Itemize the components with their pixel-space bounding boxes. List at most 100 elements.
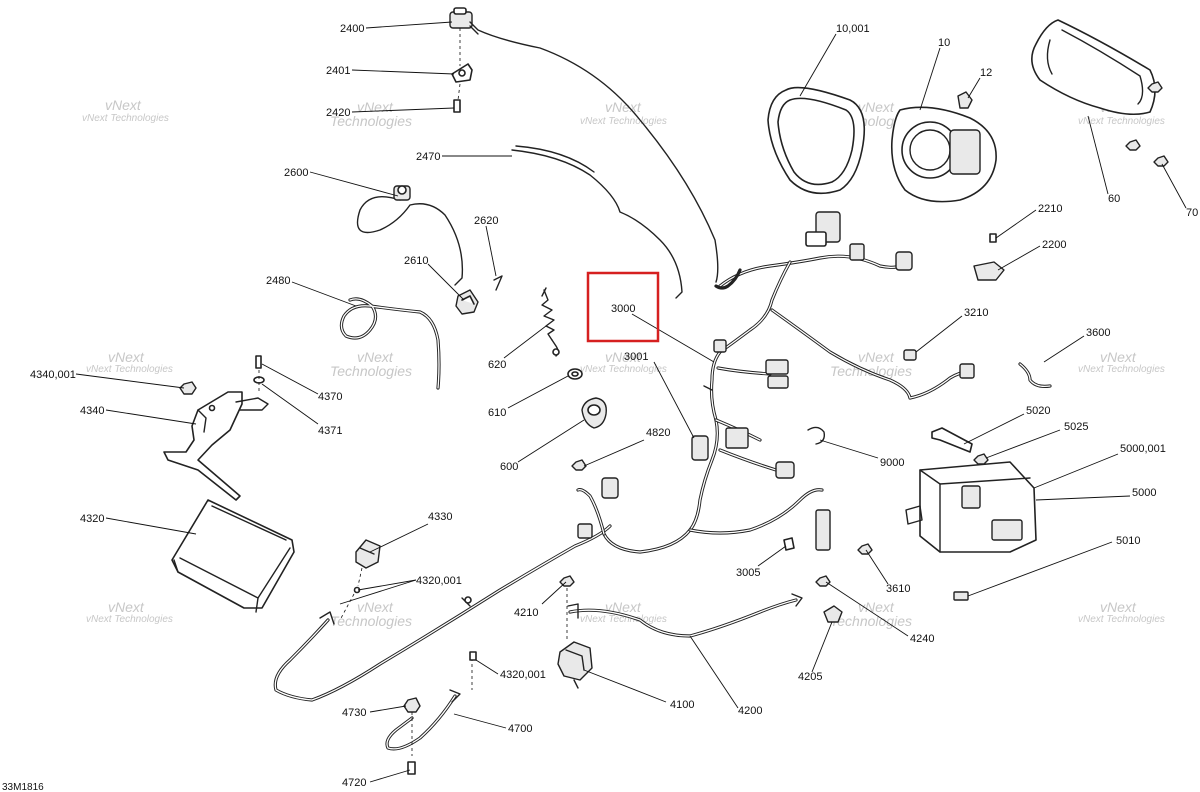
main-harness-3000[interactable] bbox=[576, 211, 975, 554]
callout-5000001[interactable]: 5000,001 bbox=[1120, 443, 1166, 455]
callout-4371[interactable]: 4371 bbox=[318, 425, 342, 437]
callout-5000[interactable]: 5000 bbox=[1132, 487, 1156, 499]
bracket-2401[interactable] bbox=[451, 63, 473, 83]
svg-text:Technologies: Technologies bbox=[330, 363, 412, 379]
callout-60[interactable]: 60 bbox=[1108, 193, 1120, 205]
callout-2401[interactable]: 2401 bbox=[326, 65, 350, 77]
bracket-5020[interactable] bbox=[931, 427, 973, 453]
callout-4320[interactable]: 4320 bbox=[80, 513, 104, 525]
callout-4700[interactable]: 4700 bbox=[508, 723, 532, 735]
callout-2600[interactable]: 2600 bbox=[284, 167, 308, 179]
callout-620[interactable]: 620 bbox=[488, 359, 506, 371]
bolt-4720[interactable] bbox=[407, 761, 416, 775]
callout-2400[interactable]: 2400 bbox=[340, 23, 364, 35]
terminal-4205[interactable] bbox=[823, 605, 843, 623]
fuse-box-5000[interactable] bbox=[905, 461, 1037, 553]
screw-2420[interactable] bbox=[453, 99, 461, 113]
nut-4730[interactable] bbox=[403, 697, 421, 713]
tie-3001[interactable] bbox=[703, 385, 713, 391]
callout-2620[interactable]: 2620 bbox=[474, 215, 498, 227]
sensor-2200[interactable] bbox=[973, 261, 1005, 281]
switch-600[interactable] bbox=[581, 397, 607, 429]
bezel-10001[interactable] bbox=[767, 86, 866, 195]
callout-2210[interactable]: 2210 bbox=[1038, 203, 1062, 215]
connector-2610[interactable] bbox=[455, 289, 479, 315]
watermark: vNext vNext Technologies bbox=[82, 97, 169, 124]
callout-3210[interactable]: 3210 bbox=[964, 307, 988, 319]
nut-70[interactable] bbox=[1125, 81, 1169, 167]
battery-4320[interactable] bbox=[171, 499, 295, 613]
nut-4210[interactable] bbox=[559, 575, 575, 587]
screw-2210[interactable] bbox=[989, 233, 997, 243]
callout-4205[interactable]: 4205 bbox=[798, 671, 822, 683]
fuse-5010[interactable] bbox=[953, 591, 969, 601]
callout-2420[interactable]: 2420 bbox=[326, 107, 350, 119]
callout-10001[interactable]: 10,001 bbox=[836, 23, 870, 35]
screw-4370[interactable] bbox=[255, 355, 262, 369]
callout-4340[interactable]: 4340 bbox=[80, 405, 104, 417]
bracket-60[interactable] bbox=[1031, 19, 1156, 116]
callout-12[interactable]: 12 bbox=[980, 67, 992, 79]
solenoid-4100[interactable] bbox=[557, 641, 593, 689]
callout-5020[interactable]: 5020 bbox=[1026, 405, 1050, 417]
callout-3600[interactable]: 3600 bbox=[1086, 327, 1110, 339]
callout-5025[interactable]: 5025 bbox=[1064, 421, 1088, 433]
callout-4730[interactable]: 4730 bbox=[342, 707, 366, 719]
callout-2610[interactable]: 2610 bbox=[404, 255, 428, 267]
svg-text:vNext: vNext bbox=[1100, 599, 1137, 615]
callout-2200[interactable]: 2200 bbox=[1042, 239, 1066, 251]
watermark: vNext Technologies bbox=[830, 349, 912, 379]
callout-10[interactable]: 10 bbox=[938, 37, 950, 49]
callout-600[interactable]: 600 bbox=[500, 461, 518, 473]
battery-cable[interactable] bbox=[273, 524, 612, 702]
clip-3005[interactable] bbox=[783, 537, 795, 551]
callout-9000[interactable]: 9000 bbox=[880, 457, 904, 469]
clip-9000[interactable] bbox=[807, 426, 826, 445]
callout-2480[interactable]: 2480 bbox=[266, 275, 290, 287]
callout-4100[interactable]: 4100 bbox=[670, 699, 694, 711]
callout-4340001[interactable]: 4340,001 bbox=[30, 369, 76, 381]
callout-4320001-upper[interactable]: 4320,001 bbox=[416, 575, 462, 587]
svg-text:vNext: vNext bbox=[357, 599, 394, 615]
nut-4820[interactable] bbox=[571, 459, 587, 471]
cap-4330[interactable] bbox=[355, 539, 381, 569]
callout-3005[interactable]: 3005 bbox=[736, 567, 760, 579]
connector-12[interactable] bbox=[957, 91, 973, 109]
callout-4720[interactable]: 4720 bbox=[342, 777, 366, 789]
instrument-cluster-10[interactable] bbox=[890, 106, 997, 203]
nut-4240[interactable] bbox=[815, 575, 831, 587]
ground-cable-4700[interactable] bbox=[385, 689, 461, 751]
callout-3001[interactable]: 3001 bbox=[624, 351, 648, 363]
spring-620[interactable] bbox=[541, 287, 560, 357]
callout-5010[interactable]: 5010 bbox=[1116, 535, 1140, 547]
pin-2620[interactable] bbox=[493, 275, 503, 291]
nut-4340001[interactable] bbox=[179, 381, 197, 395]
callout-4210[interactable]: 4210 bbox=[514, 607, 538, 619]
svg-text:vNext: vNext bbox=[357, 349, 394, 365]
switch-2400[interactable] bbox=[449, 7, 719, 283]
callout-70[interactable]: 70 bbox=[1186, 207, 1198, 219]
watermark: vNext vNext Technologies bbox=[86, 349, 173, 375]
ground-cable-3600[interactable] bbox=[1018, 362, 1052, 388]
callout-4200[interactable]: 4200 bbox=[738, 705, 762, 717]
nut-5025[interactable] bbox=[973, 453, 989, 465]
sensor-3210[interactable] bbox=[903, 349, 917, 361]
callout-4240[interactable]: 4240 bbox=[910, 633, 934, 645]
callout-4370[interactable]: 4370 bbox=[318, 391, 342, 403]
nut-3610[interactable] bbox=[857, 543, 873, 555]
nut-610[interactable] bbox=[567, 368, 583, 380]
callout-3000[interactable]: 3000 bbox=[611, 303, 635, 315]
callout-4330[interactable]: 4330 bbox=[428, 511, 452, 523]
wire-2480[interactable] bbox=[339, 297, 441, 390]
bracket-4340[interactable] bbox=[163, 391, 269, 501]
callout-4820[interactable]: 4820 bbox=[646, 427, 670, 439]
callout-3610[interactable]: 3610 bbox=[886, 583, 910, 595]
sensor-2600[interactable] bbox=[356, 185, 464, 286]
callout-2470[interactable]: 2470 bbox=[416, 151, 440, 163]
svg-text:Technologies: Technologies bbox=[330, 113, 412, 129]
svg-text:vNext: vNext bbox=[858, 599, 895, 615]
bolt-4320001[interactable] bbox=[469, 651, 477, 661]
callout-610[interactable]: 610 bbox=[488, 407, 506, 419]
cable-2470[interactable] bbox=[511, 145, 683, 299]
callout-4320001-lower[interactable]: 4320,001 bbox=[500, 669, 546, 681]
